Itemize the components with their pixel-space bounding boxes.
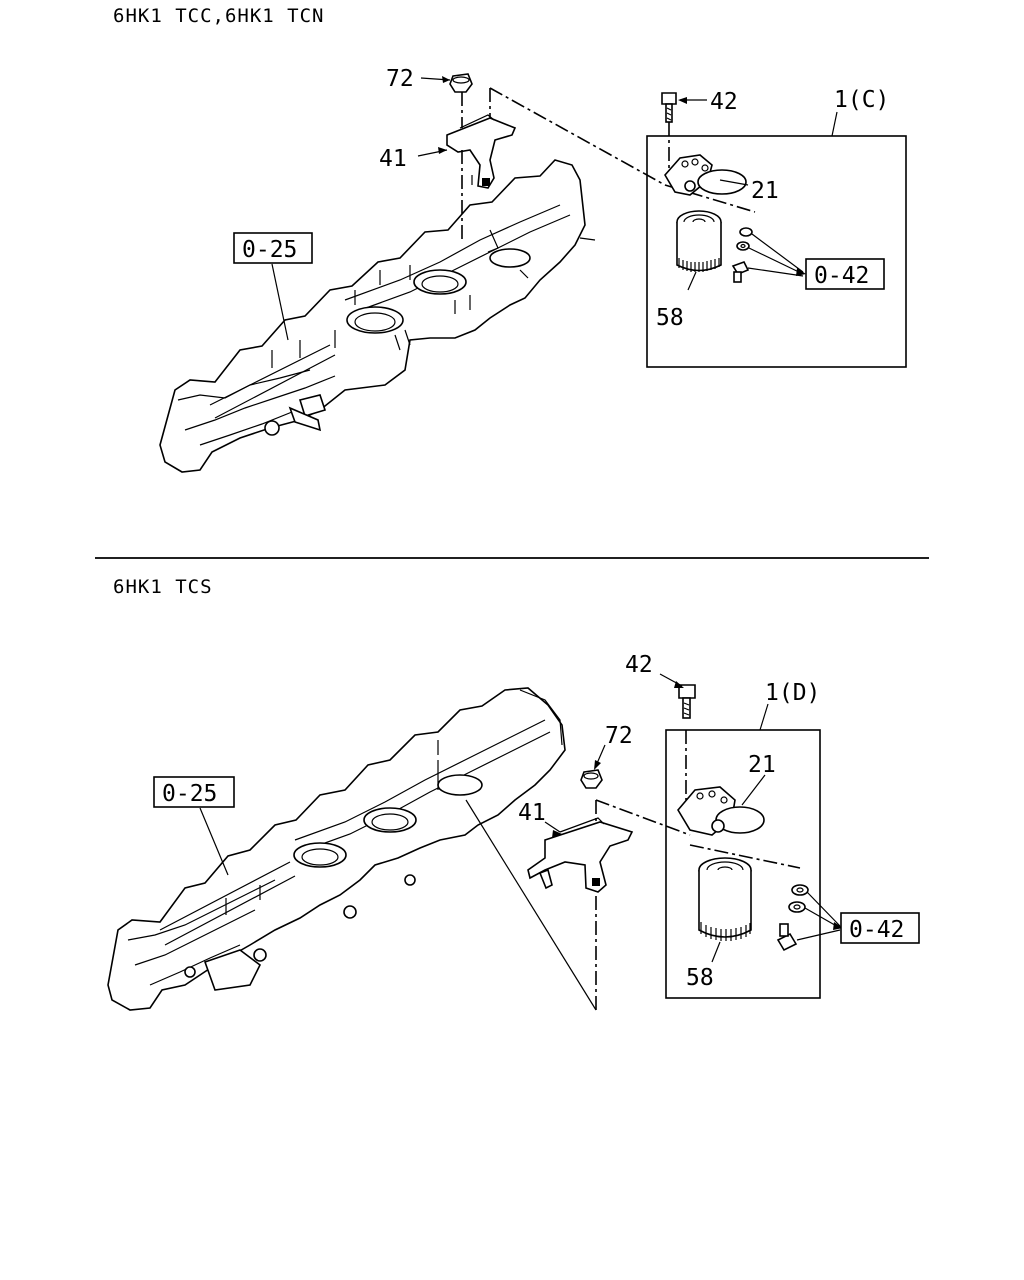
section-tcs: 6HK1 TCS 0-25 [107, 576, 920, 1011]
section-title: 6HK1 TCS [113, 576, 213, 598]
nut-label: 72 [386, 66, 414, 92]
bolt-label: 42 [625, 652, 653, 678]
bolt-part [661, 92, 707, 170]
filter-cartridge-part [698, 857, 752, 963]
head-label: 21 [748, 752, 776, 778]
exhaust-manifold [159, 159, 596, 473]
bolt-part [659, 673, 696, 800]
ref-manifold-box[interactable] [153, 776, 235, 808]
bracket-part [417, 92, 517, 240]
filter-head-part [664, 154, 749, 196]
bracket-label: 41 [379, 146, 407, 172]
hardware-parts [776, 884, 843, 952]
ref-hardware-box[interactable] [805, 258, 885, 290]
ref-manifold-leader [199, 807, 229, 876]
filter-cartridge-part [676, 210, 722, 291]
bracket-part [527, 817, 634, 893]
hardware-parts [731, 227, 806, 283]
ref-manifold-box[interactable] [233, 232, 313, 264]
assembly-box [665, 729, 821, 999]
ref-hardware-label[interactable]: 0-42 [849, 917, 904, 943]
assembly-box [646, 135, 907, 368]
ref-hardware-label[interactable]: 0-42 [814, 263, 869, 289]
connector-line [489, 87, 666, 186]
ref-manifold-leader [271, 263, 289, 341]
ref-manifold-label[interactable]: 0-25 [162, 781, 217, 807]
connector-line [465, 799, 597, 1011]
filter-label: 58 [656, 305, 684, 331]
filter-label: 58 [686, 965, 714, 991]
head-label: 21 [751, 178, 779, 204]
assembly-label: 1(D) [765, 680, 820, 706]
section-tcc-tcn: 6HK1 TCC,6HK1 TCN 0-25 [113, 5, 907, 473]
bolt-label: 42 [710, 89, 738, 115]
bracket-label: 41 [518, 800, 546, 826]
exhaust-manifold [107, 687, 566, 1011]
section-title: 6HK1 TCC,6HK1 TCN [113, 5, 324, 27]
nut-part [420, 73, 473, 93]
assembly-label: 1(C) [834, 87, 889, 113]
ref-hardware-box[interactable] [840, 912, 920, 944]
ref-manifold-label[interactable]: 0-25 [242, 237, 297, 263]
nut-part [580, 744, 606, 789]
filter-head-part [677, 774, 766, 836]
nut-label: 72 [605, 723, 633, 749]
